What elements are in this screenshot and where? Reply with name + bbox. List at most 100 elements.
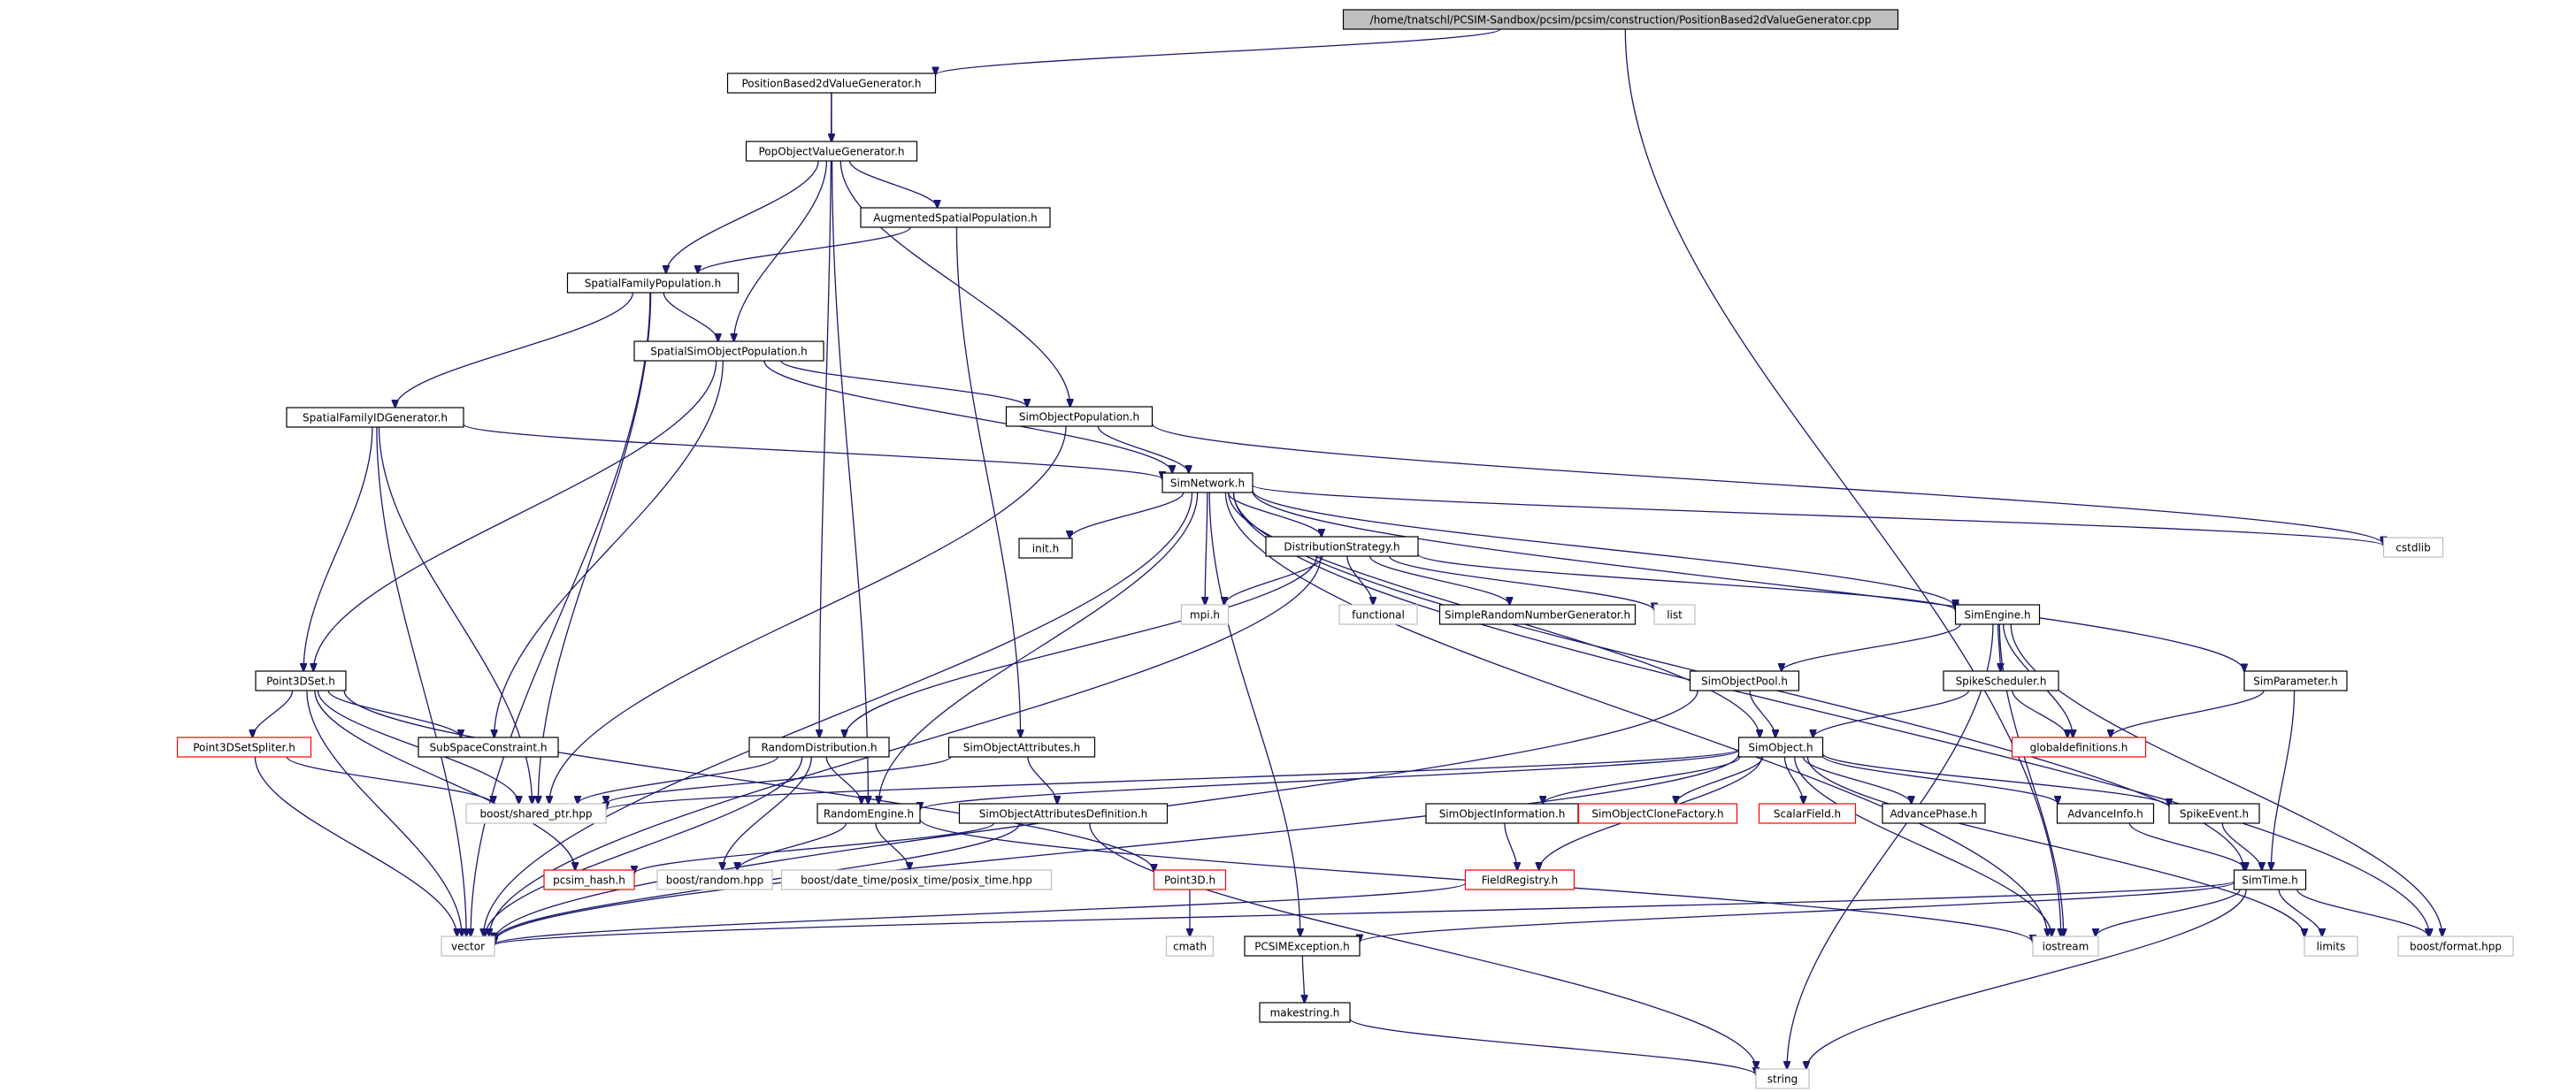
edge-simparam-to-simtime bbox=[2271, 690, 2296, 870]
node-simtime[interactable]: SimTime.h bbox=[2233, 869, 2307, 890]
edge-sfid-to-vector bbox=[376, 426, 466, 936]
node-pb2d[interactable]: PositionBased2dValueGenerator.h bbox=[726, 73, 937, 94]
node-label: SimObjectPopulation.h bbox=[1019, 411, 1139, 424]
node-label: SpikeEvent.h bbox=[2180, 808, 2249, 821]
edge-ssop-to-p3dset bbox=[313, 360, 717, 671]
node-sfid[interactable]: SpatialFamilyIDGenerator.h bbox=[286, 407, 464, 428]
edge-ssop-to-simnet bbox=[763, 360, 1172, 473]
edge-randeng-to-posixtime bbox=[875, 822, 909, 870]
edge-simobj-to-iostream bbox=[1794, 756, 2052, 936]
node-randeng[interactable]: RandomEngine.h bbox=[816, 803, 921, 824]
node-label: pcsim_hash.h bbox=[553, 874, 625, 887]
node-functional: functional bbox=[1338, 604, 1418, 625]
node-soclone[interactable]: SimObjectCloneFactory.h bbox=[1577, 803, 1738, 824]
node-label: SimObjectAttributes.h bbox=[963, 742, 1080, 754]
edge-simnet-to-init bbox=[1070, 492, 1184, 538]
node-root[interactable]: /home/tnatschl/PCSIM-Sandbox/pcsim/pcsim… bbox=[1342, 9, 1899, 30]
edge-p3dspl-to-sharedptr bbox=[286, 756, 493, 804]
edge-ssop-to-sop bbox=[780, 360, 1027, 407]
node-fieldreg[interactable]: FieldRegistry.h bbox=[1464, 869, 1576, 890]
node-spikesched[interactable]: SpikeScheduler.h bbox=[1943, 670, 2059, 691]
node-globdefs[interactable]: globaldefinitions.h bbox=[2011, 737, 2147, 758]
node-box bbox=[2032, 935, 2099, 957]
node-soattr[interactable]: SimObjectAttributes.h bbox=[947, 737, 1096, 758]
node-p3dset[interactable]: Point3DSet.h bbox=[255, 670, 347, 691]
node-label: SimObjectAttributesDefinition.h bbox=[979, 808, 1148, 821]
edge-simobj-to-vector bbox=[494, 753, 1740, 942]
node-label: DistributionStrategy.h bbox=[1284, 541, 1399, 554]
node-ssop[interactable]: SpatialSimObjectPopulation.h bbox=[633, 340, 824, 362]
edge-diststrat-to-functional bbox=[1346, 555, 1373, 605]
node-boostformat: boost/format.hpp bbox=[2397, 935, 2514, 957]
node-label: SimObjectCloneFactory.h bbox=[1591, 808, 1723, 821]
node-label: PopObjectValueGenerator.h bbox=[758, 146, 904, 158]
node-box bbox=[2243, 670, 2348, 691]
edge-sop-to-sharedptr bbox=[549, 425, 1067, 804]
node-subspace[interactable]: SubSpaceConstraint.h bbox=[418, 737, 559, 758]
node-mpi: mpi.h bbox=[1180, 604, 1230, 625]
node-box bbox=[947, 737, 1096, 758]
node-simnet[interactable]: SimNetwork.h bbox=[1162, 472, 1254, 493]
node-box bbox=[1755, 1068, 1810, 1089]
node-box bbox=[1153, 869, 1227, 890]
node-soinfo[interactable]: SimObjectInformation.h bbox=[1425, 803, 1579, 824]
node-p3dspl[interactable]: Point3DSetSpliter.h bbox=[176, 737, 312, 758]
node-randdist[interactable]: RandomDistribution.h bbox=[748, 737, 890, 758]
edge-ssop-to-subspace bbox=[494, 360, 724, 737]
edge-p3dset-to-p3dspl bbox=[252, 690, 294, 737]
node-asp[interactable]: AugmentedSpatialPopulation.h bbox=[860, 207, 1051, 228]
node-boostrandom: boost/random.hpp bbox=[656, 869, 773, 890]
node-label: boost/shared_ptr.hpp bbox=[480, 808, 593, 821]
node-box bbox=[465, 803, 607, 824]
node-advinfo[interactable]: AdvanceInfo.h bbox=[2056, 803, 2155, 824]
node-simparam[interactable]: SimParameter.h bbox=[2243, 670, 2348, 691]
node-box bbox=[958, 803, 1169, 824]
node-box bbox=[1165, 935, 1215, 957]
node-label: /home/tnatschl/PCSIM-Sandbox/pcsim/pcsim… bbox=[1370, 14, 1872, 27]
edge-simnet-to-mpi bbox=[1205, 492, 1208, 605]
node-label: boost/date_time/posix_time/posix_time.hp… bbox=[801, 874, 1032, 887]
node-label: cstdlib bbox=[2396, 542, 2430, 554]
node-label: PCSIMException.h bbox=[1254, 941, 1350, 953]
node-sfp[interactable]: SpatialFamilyPopulation.h bbox=[566, 272, 740, 294]
edge-simengine-to-boostformat bbox=[2010, 623, 2442, 936]
edge-spikesched-to-simobj bbox=[1813, 690, 1970, 737]
edge-simtime-to-boostformat bbox=[2296, 889, 2428, 936]
node-sopool[interactable]: SimObjectPool.h bbox=[1689, 670, 1800, 691]
node-simengine[interactable]: SimEngine.h bbox=[1954, 604, 2041, 625]
node-pcsimhash[interactable]: pcsim_hash.h bbox=[543, 869, 635, 890]
node-box bbox=[1342, 9, 1899, 30]
node-srng[interactable]: SimpleRandomNumberGenerator.h bbox=[1438, 604, 1637, 625]
edge-p3dset-to-vector bbox=[306, 690, 462, 936]
node-label: mpi.h bbox=[1190, 609, 1220, 622]
edge-spikeevent-to-simtime bbox=[2221, 822, 2262, 870]
edge-makestring-to-string bbox=[1349, 1018, 1756, 1075]
node-box bbox=[1464, 869, 1576, 890]
node-diststrat[interactable]: DistributionStrategy.h bbox=[1265, 536, 1419, 557]
edge-simtime-to-vector bbox=[494, 880, 2235, 945]
node-advphase[interactable]: AdvancePhase.h bbox=[1882, 803, 1986, 824]
node-simobj[interactable]: SimObject.h bbox=[1737, 737, 1824, 758]
edge-sfp-to-sfid bbox=[395, 292, 633, 408]
node-scalarfield[interactable]: ScalarField.h bbox=[1758, 803, 1857, 824]
node-sop[interactable]: SimObjectPopulation.h bbox=[1005, 406, 1154, 427]
node-spikeevent[interactable]: SpikeEvent.h bbox=[2168, 803, 2260, 824]
node-init[interactable]: init.h bbox=[1018, 538, 1073, 559]
edge-sopool-to-simobj bbox=[1749, 690, 1775, 737]
node-label: vector bbox=[451, 941, 485, 953]
node-posixtime: boost/date_time/posix_time/posix_time.hp… bbox=[780, 869, 1053, 890]
node-makestring[interactable]: makestring.h bbox=[1259, 1002, 1351, 1023]
node-pov[interactable]: PopObjectValueGenerator.h bbox=[745, 141, 918, 162]
edge-simnet-to-simparam bbox=[1252, 491, 2244, 671]
edge-sfid-to-simnet bbox=[463, 424, 1162, 479]
edge-pov-to-asp bbox=[848, 160, 938, 208]
edge-simnet-to-vector bbox=[484, 492, 1193, 936]
edge-simtime-to-pcsimexc bbox=[1360, 882, 2235, 943]
edge-soattr-to-sharedptr bbox=[606, 756, 952, 804]
node-box bbox=[745, 141, 918, 162]
node-soattrdef[interactable]: SimObjectAttributesDefinition.h bbox=[958, 803, 1169, 824]
node-pcsimexc[interactable]: PCSIMException.h bbox=[1244, 935, 1361, 957]
node-point3d[interactable]: Point3D.h bbox=[1153, 869, 1227, 890]
node-box bbox=[1259, 1002, 1351, 1023]
edge-randdist-to-sharedptr bbox=[578, 756, 778, 804]
